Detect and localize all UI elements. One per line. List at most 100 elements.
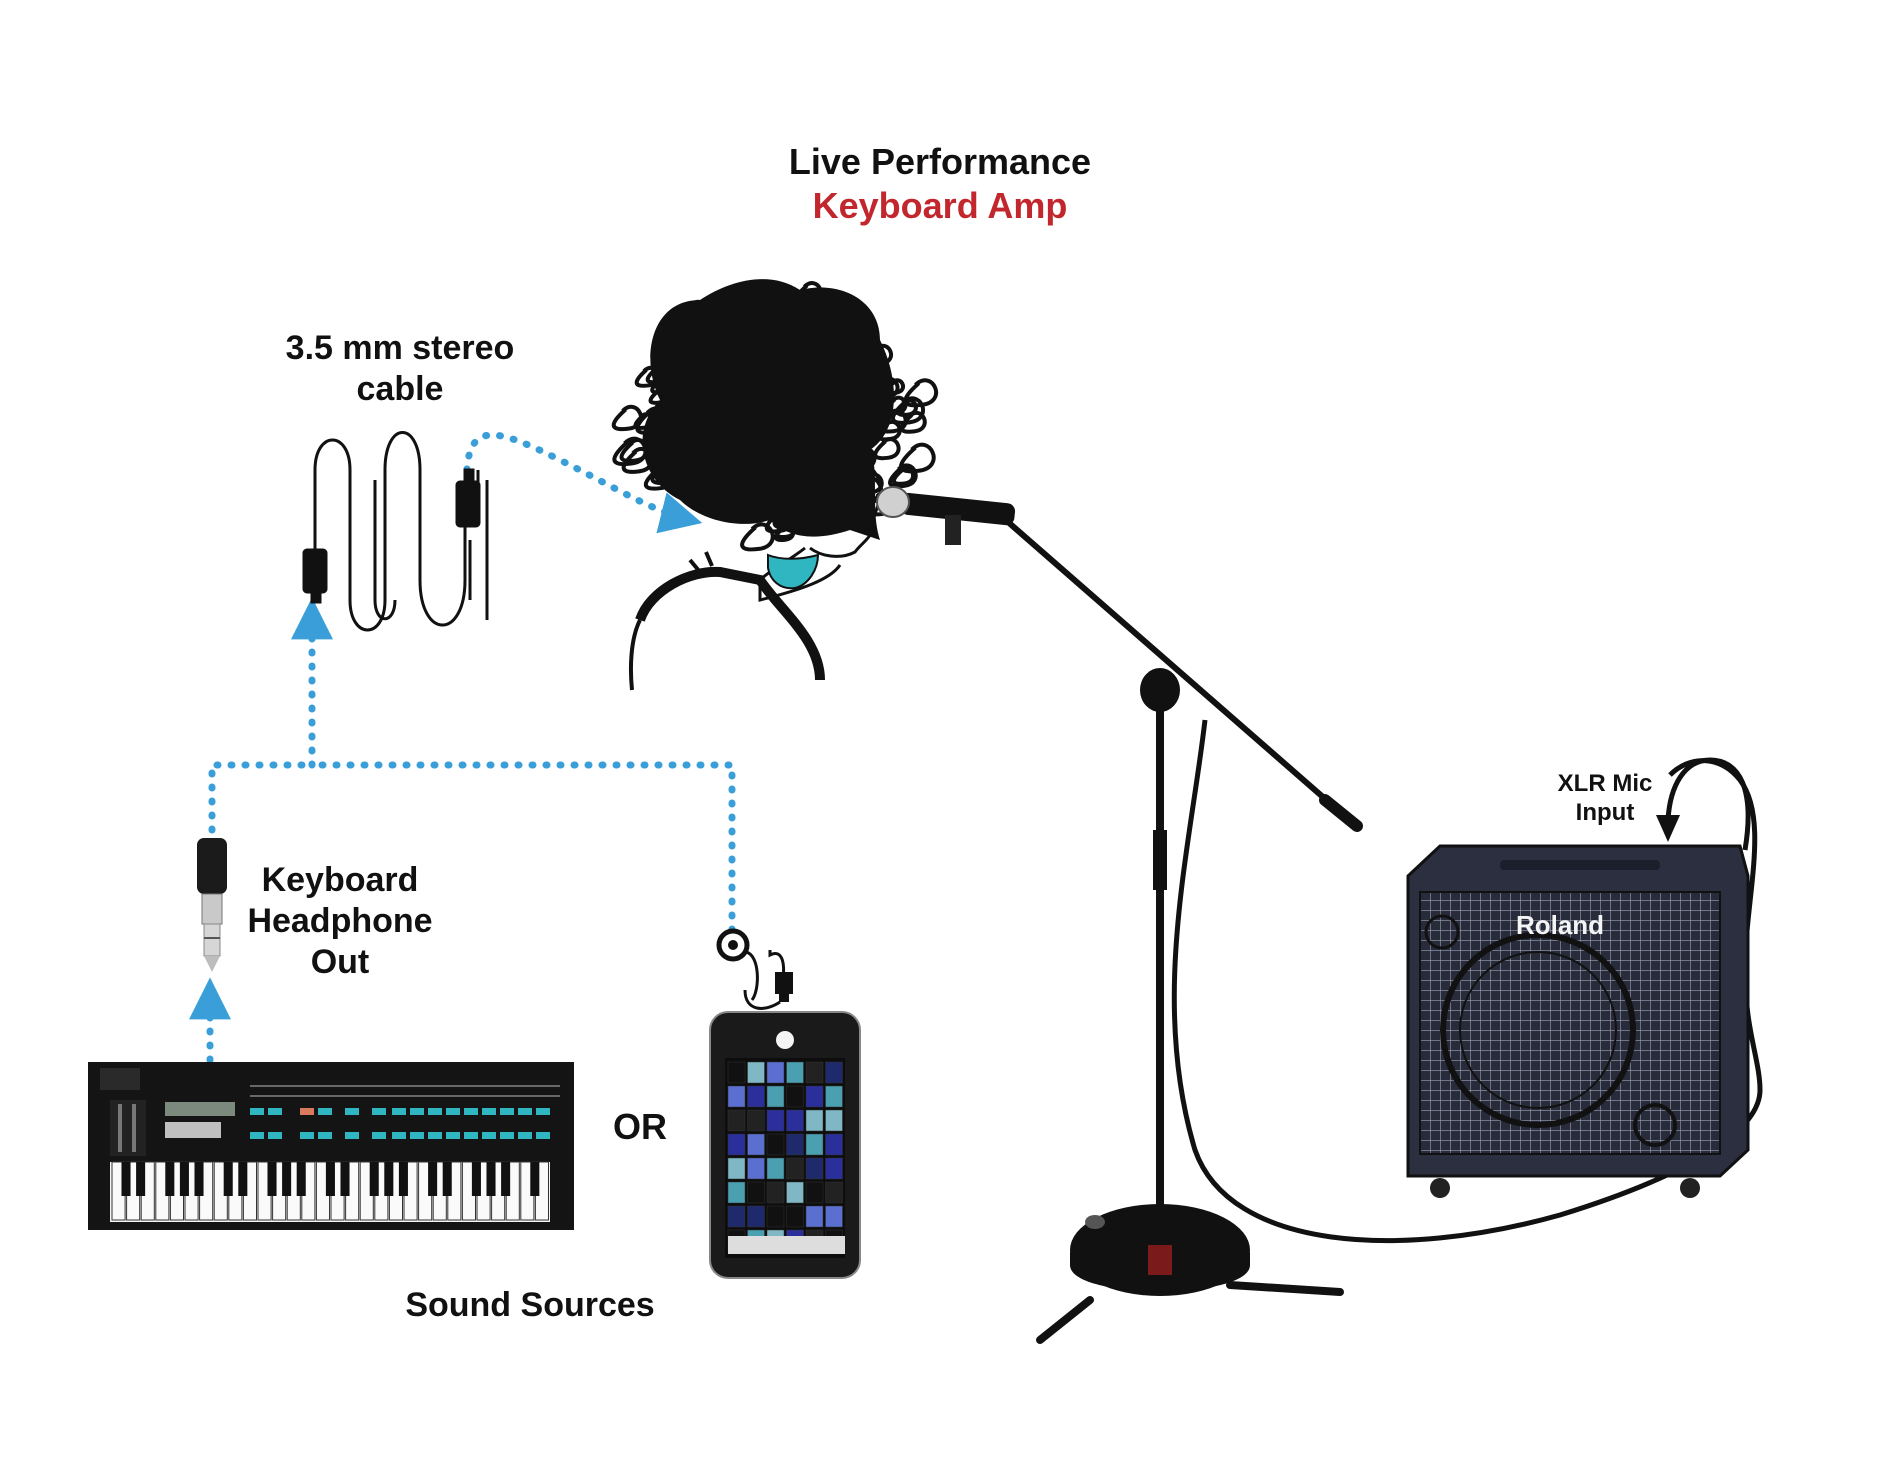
black-key xyxy=(471,1162,481,1196)
teal-button-row-2 xyxy=(250,1132,550,1139)
pad-cell xyxy=(727,1061,746,1084)
hair-curl xyxy=(686,342,713,364)
hair-curl xyxy=(872,376,900,400)
black-key xyxy=(136,1162,146,1196)
black-key xyxy=(165,1162,175,1196)
amp-brand-logo: Roland xyxy=(1515,910,1605,940)
pad-cell xyxy=(766,1205,785,1228)
pad-cell xyxy=(805,1205,824,1228)
hair-curl xyxy=(662,341,695,369)
hair-curl xyxy=(634,366,661,388)
pad-cell xyxy=(727,1109,746,1132)
headphone-jack-icon xyxy=(197,838,227,972)
hair-curl xyxy=(891,466,916,486)
pad-cell xyxy=(766,1157,785,1180)
microphone-icon xyxy=(876,486,1016,545)
pad-cell xyxy=(747,1085,765,1108)
hair-curl xyxy=(847,446,877,471)
keyboard-headphone-out-label: Keyboard Headphone Out xyxy=(247,861,433,981)
hair-curl xyxy=(854,334,878,354)
hair-curl xyxy=(896,398,918,417)
pad-cell xyxy=(825,1181,843,1204)
signal-cable-to-performer xyxy=(463,431,703,534)
synth-keyboard-icon xyxy=(88,1062,574,1230)
black-key xyxy=(486,1162,496,1196)
pad-cell xyxy=(825,1133,843,1156)
pad-cell xyxy=(747,1109,765,1132)
black-key xyxy=(340,1162,350,1196)
pad-cell xyxy=(786,1181,804,1204)
singer-silhouette-icon xyxy=(611,279,939,691)
pad-cell xyxy=(747,1181,765,1204)
hair-curl xyxy=(760,283,789,308)
black-key xyxy=(501,1162,511,1196)
black-key xyxy=(384,1162,394,1196)
sound-sources-label: Sound Sources xyxy=(405,1286,655,1324)
hair-curl xyxy=(899,442,936,474)
hair-curl xyxy=(772,501,806,530)
hair-curl xyxy=(734,293,758,314)
black-key xyxy=(121,1162,131,1196)
or-label: OR xyxy=(613,1106,667,1147)
pad-cell xyxy=(786,1085,804,1108)
xlr-arrowhead xyxy=(1656,815,1680,842)
hair-curl xyxy=(725,486,756,512)
pad-controller-phone-icon xyxy=(709,928,861,1279)
signal-adapter-to-junction xyxy=(208,761,314,834)
xlr-arrow xyxy=(1665,757,1751,851)
black-key xyxy=(179,1162,189,1196)
pad-cell xyxy=(747,1061,765,1084)
pad-cell xyxy=(786,1157,804,1180)
hair-curl xyxy=(891,396,925,425)
hair-curl xyxy=(785,504,817,532)
pad-grid xyxy=(727,1061,845,1254)
hair-curl xyxy=(650,458,682,486)
pad-cell xyxy=(786,1205,804,1228)
pad-cell xyxy=(766,1109,785,1132)
pad-bottom-bar xyxy=(728,1236,845,1254)
black-key xyxy=(428,1162,438,1196)
hair-curl xyxy=(836,500,868,528)
hair-curl xyxy=(611,404,643,432)
pad-cell xyxy=(747,1205,765,1228)
hair-curl xyxy=(815,324,835,341)
pad-cell xyxy=(825,1061,843,1084)
hair-curl xyxy=(621,446,654,474)
hair-curl xyxy=(853,346,873,364)
hair-curl xyxy=(684,299,708,320)
teal-button-row-1 xyxy=(250,1108,550,1115)
hair-curl xyxy=(644,437,669,458)
pad-cell xyxy=(727,1157,746,1180)
pad-cell xyxy=(805,1109,824,1132)
pad-cell xyxy=(825,1085,843,1108)
pad-cell xyxy=(805,1133,824,1156)
pad-cell xyxy=(825,1205,843,1228)
pad-cell xyxy=(727,1205,746,1228)
pad-cell xyxy=(727,1181,746,1204)
hair-curl xyxy=(834,476,853,493)
hair-curls xyxy=(611,281,939,552)
pad-cell xyxy=(766,1061,785,1084)
pad-cell xyxy=(766,1181,785,1204)
pad-cell xyxy=(727,1085,746,1108)
hair-curl xyxy=(888,463,918,489)
black-keys xyxy=(121,1162,540,1196)
pad-cell xyxy=(786,1133,804,1156)
black-key xyxy=(398,1162,408,1196)
black-key xyxy=(194,1162,204,1196)
hair-curl xyxy=(832,297,854,316)
pad-cell xyxy=(825,1157,843,1180)
black-key xyxy=(325,1162,335,1196)
hair-curl xyxy=(740,522,775,552)
hair-curl xyxy=(846,475,884,507)
pad-cell xyxy=(747,1157,765,1180)
keyboard-amp-icon xyxy=(1406,844,1750,1198)
black-key xyxy=(223,1162,233,1196)
page-title: Live Performance xyxy=(788,141,1092,182)
pad-cell xyxy=(805,1085,824,1108)
pad-cell xyxy=(766,1085,785,1108)
xlr-mic-input-label: XLR Mic Input xyxy=(1557,770,1653,826)
boom-mic-stand-icon xyxy=(998,512,1763,1344)
